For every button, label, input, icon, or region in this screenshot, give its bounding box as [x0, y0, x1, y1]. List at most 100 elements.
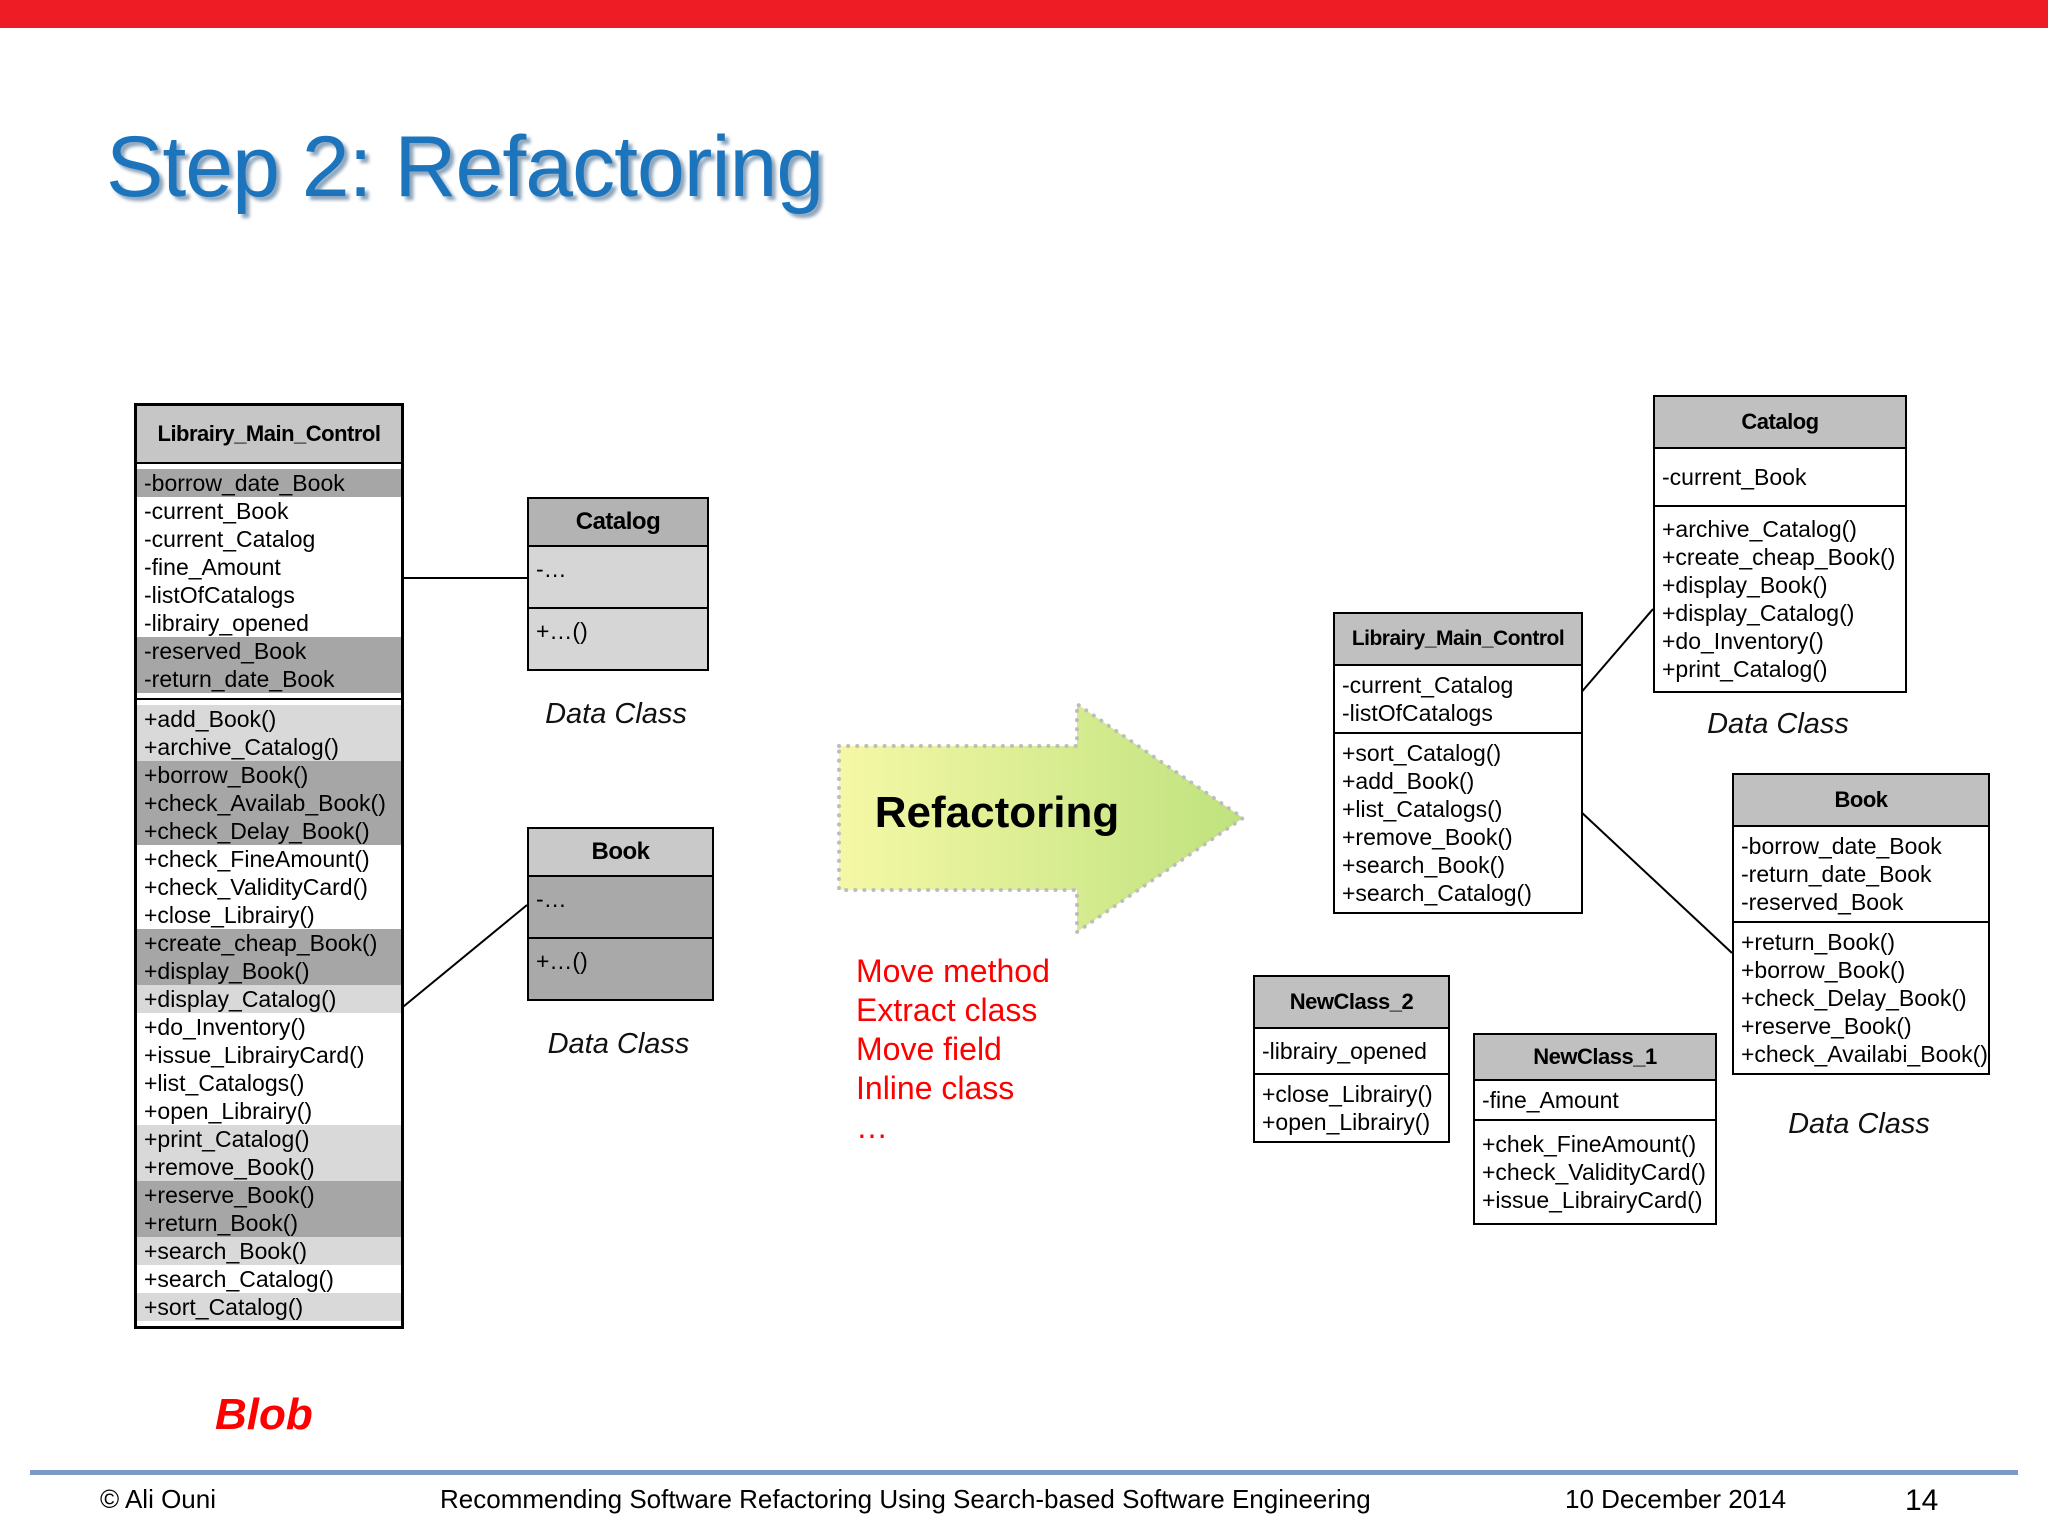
attributes-section: -current_Catalog-listOfCatalogs — [1335, 666, 1581, 732]
class-name: NewClass_2 — [1255, 977, 1448, 1029]
uml-member-row: +chek_FineAmount() — [1482, 1131, 1697, 1157]
attributes-section: -current_Book — [1655, 449, 1905, 505]
uml-member-row: +add_Book() — [137, 705, 401, 733]
class-box-book-right: Book -borrow_date_Book-return_date_Book-… — [1732, 773, 1990, 1075]
attributes-section: -fine_Amount — [1475, 1081, 1715, 1119]
uml-member-row: +remove_Book() — [1342, 824, 1513, 850]
class-name: Book — [529, 829, 712, 877]
uml-member-row: +list_Catalogs() — [144, 1070, 305, 1096]
uml-member-row: +add_Book() — [1342, 768, 1475, 794]
blob-caption: Blob — [215, 1390, 313, 1439]
data-class-label: Data Class — [545, 698, 687, 730]
uml-member-row: +check_Delay_Book() — [137, 817, 401, 845]
class-box-newclass-2: NewClass_2 -librairy_opened +close_Libra… — [1253, 975, 1450, 1143]
class-box-catalog-right: Catalog -current_Book +archive_Catalog()… — [1653, 395, 1907, 693]
uml-member-row: -… — [536, 556, 567, 582]
uml-member-row: -current_Book — [144, 498, 289, 524]
slide-top-bar — [0, 0, 2048, 28]
uml-member-row: +check_Availab_Book() — [137, 789, 401, 817]
uml-member-row: +check_FineAmount() — [144, 846, 370, 872]
uml-member-row: -librairy_opened — [144, 610, 309, 636]
footer-date: 10 December 2014 — [1565, 1484, 1787, 1514]
uml-member-row: +open_Librairy() — [1262, 1109, 1431, 1135]
methods-section: +…() — [529, 937, 712, 999]
uml-member-row: +borrow_Book() — [137, 761, 401, 789]
uml-member-row: -current_Catalog — [1342, 672, 1514, 698]
uml-member-row: +display_Book() — [1662, 572, 1828, 598]
uml-member-row: +return_Book() — [1741, 929, 1896, 955]
uml-member-row: -current_Book — [1662, 464, 1807, 490]
methods-section: +archive_Catalog()+create_cheap_Book()+d… — [1655, 505, 1905, 691]
refactoring-item: Extract class — [856, 992, 1038, 1028]
footer-page-number: 14 — [1905, 1484, 1939, 1517]
attributes-section: -… — [529, 877, 712, 937]
uml-member-row: -fine_Amount — [144, 554, 281, 580]
attributes-section: -librairy_opened — [1255, 1029, 1448, 1073]
class-box-librairy-main-control-blob: Librairy_Main_Control -borrow_date_Book-… — [134, 403, 404, 1329]
uml-member-row: +check_Availabi_Book() — [1741, 1041, 1988, 1067]
uml-member-row: +display_Catalog() — [1662, 600, 1855, 626]
uml-member-row: +remove_Book() — [137, 1153, 401, 1181]
uml-member-row: -… — [536, 886, 567, 912]
class-box-catalog-left: Catalog -… +…() — [527, 497, 709, 671]
refactoring-item: … — [856, 1109, 888, 1145]
uml-member-row: -borrow_date_Book — [1741, 833, 1942, 859]
footer-copyright: © Ali Ouni — [100, 1484, 216, 1514]
uml-member-row: +open_Librairy() — [144, 1098, 313, 1124]
uml-member-row: +check_Delay_Book() — [1741, 985, 1967, 1011]
attributes-section: -… — [529, 547, 707, 607]
connector-line — [397, 904, 528, 1012]
uml-member-row: +sort_Catalog() — [1342, 740, 1502, 766]
uml-member-row: -borrow_date_Book — [137, 469, 401, 497]
uml-member-row: +…() — [536, 618, 588, 644]
uml-member-row: +return_Book() — [137, 1209, 401, 1237]
uml-member-row: +display_Catalog() — [137, 985, 401, 1013]
uml-member-row: -fine_Amount — [1482, 1087, 1619, 1113]
uml-member-row: +search_Book() — [1342, 852, 1505, 878]
uml-member-row: +archive_Catalog() — [137, 733, 401, 761]
connector-line — [1578, 608, 1654, 696]
uml-member-row: -listOfCatalogs — [144, 582, 295, 608]
class-name: Librairy_Main_Control — [137, 406, 401, 464]
class-name: Book — [1734, 775, 1988, 827]
uml-member-row: +search_Book() — [137, 1237, 401, 1265]
methods-section: +chek_FineAmount()+check_ValidityCard()+… — [1475, 1119, 1715, 1223]
methods-section: +return_Book()+borrow_Book()+check_Delay… — [1734, 921, 1988, 1073]
uml-member-row: +search_Catalog() — [144, 1266, 334, 1292]
uml-member-row: -return_date_Book — [1741, 861, 1932, 887]
uml-member-row: +create_cheap_Book() — [137, 929, 401, 957]
uml-member-row: +list_Catalogs() — [1342, 796, 1503, 822]
methods-section: +…() — [529, 607, 707, 669]
footer-title: Recommending Software Refactoring Using … — [440, 1484, 1371, 1514]
class-name: Catalog — [529, 499, 707, 547]
uml-member-row: +print_Catalog() — [1662, 656, 1828, 682]
methods-section: +close_Librairy()+open_Librairy() — [1255, 1073, 1448, 1141]
refactoring-item: Move field — [856, 1031, 1002, 1067]
uml-member-row: +check_ValidityCard() — [144, 874, 368, 900]
refactoring-item: Inline class — [856, 1070, 1015, 1106]
arrow-label: Refactoring — [874, 788, 1120, 837]
data-class-label: Data Class — [547, 1028, 690, 1060]
uml-member-row: -listOfCatalogs — [1342, 700, 1493, 726]
uml-member-row: +display_Book() — [137, 957, 401, 985]
uml-member-row: +sort_Catalog() — [137, 1293, 401, 1321]
methods-section: +sort_Catalog()+add_Book()+list_Catalogs… — [1335, 732, 1581, 912]
attributes-section: -borrow_date_Book-current_Book-current_C… — [137, 464, 401, 698]
data-class-label: Data Class — [1707, 708, 1849, 740]
class-name: Catalog — [1655, 397, 1905, 449]
uml-member-row: +create_cheap_Book() — [1662, 544, 1896, 570]
uml-member-row: -reserved_Book — [137, 637, 401, 665]
uml-member-row: +do_Inventory() — [144, 1014, 306, 1040]
refactoring-item: Move method — [856, 953, 1050, 989]
class-name: NewClass_1 — [1475, 1035, 1715, 1081]
class-box-librairy-main-control-refactored: Librairy_Main_Control -current_Catalog-l… — [1333, 612, 1583, 914]
uml-member-row: +reserve_Book() — [137, 1181, 401, 1209]
uml-member-row: +issue_LibrairyCard() — [1482, 1187, 1703, 1213]
methods-section: +add_Book()+archive_Catalog()+borrow_Boo… — [137, 698, 401, 1326]
attributes-section: -borrow_date_Book-return_date_Book-reser… — [1734, 827, 1988, 921]
uml-member-row: +issue_LibrairyCard() — [144, 1042, 365, 1068]
uml-member-row: +reserve_Book() — [1741, 1013, 1912, 1039]
uml-member-row: +close_Librairy() — [144, 902, 315, 928]
